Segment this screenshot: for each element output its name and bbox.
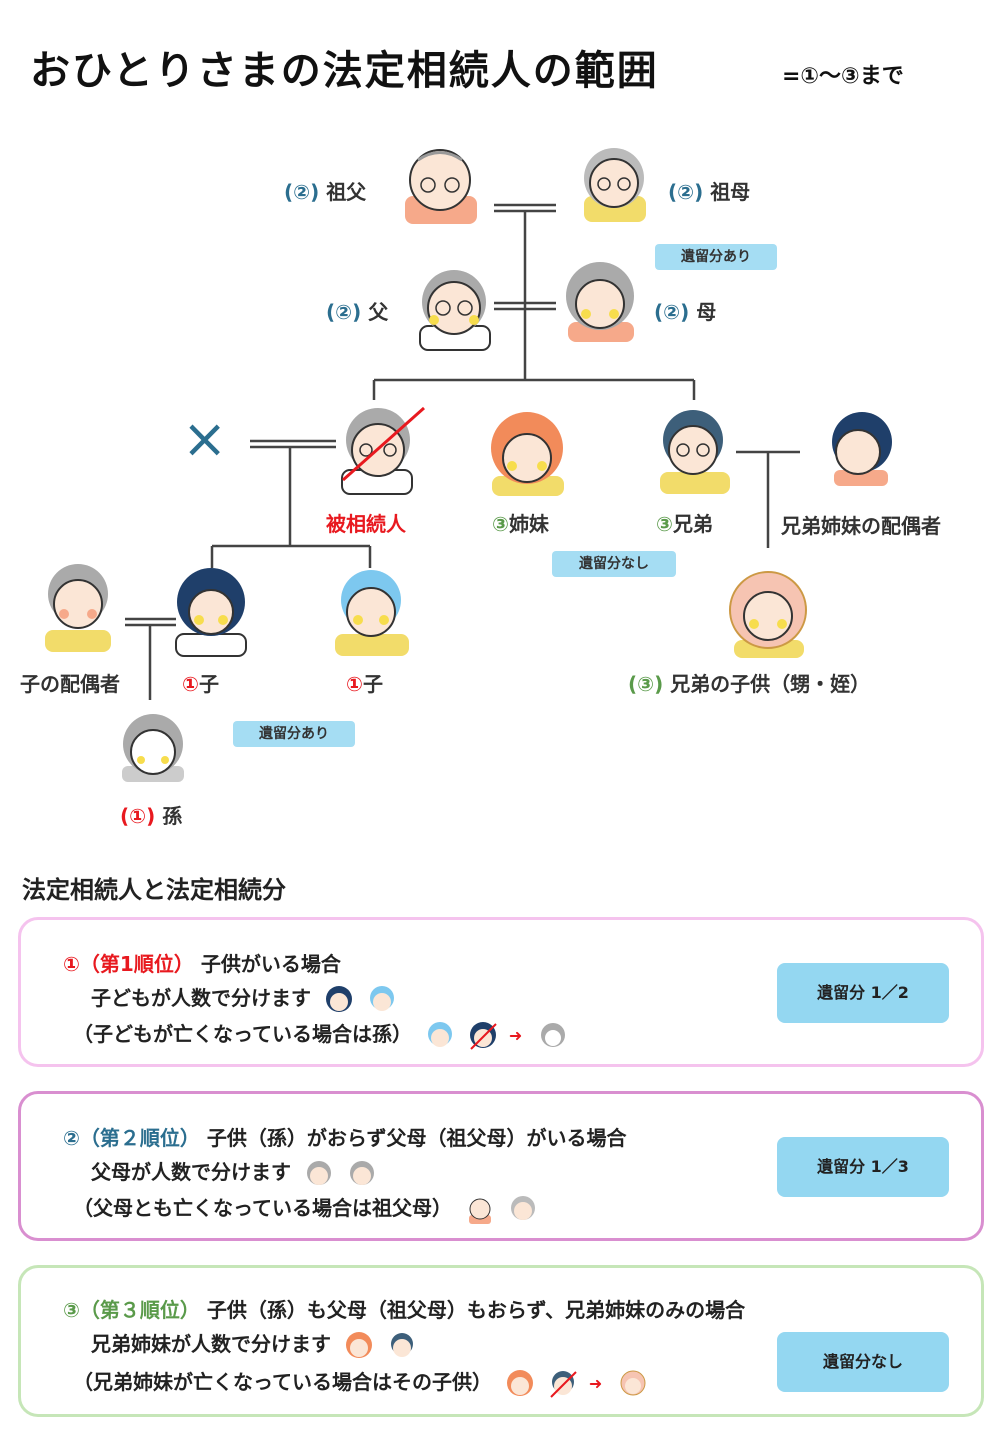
rank1-heading: ①（第1順位） 子供がいる場合 bbox=[63, 952, 341, 976]
rank2-line3: （父母とも亡くなっている場合は祖父母） bbox=[73, 1192, 538, 1225]
page-subtitle: =①〜③まで bbox=[782, 64, 904, 89]
child-mini-icon bbox=[369, 985, 394, 1011]
sister-mini-icon bbox=[345, 1331, 372, 1358]
rank3-line2: 兄弟姉妹が人数で分けます bbox=[91, 1328, 417, 1361]
decedent-cross-line bbox=[342, 406, 425, 482]
arrow-icon: ➜ bbox=[588, 1374, 603, 1393]
sister-avatar bbox=[491, 412, 564, 496]
deceased-child-mini-icon bbox=[469, 1021, 497, 1050]
rank1-card: ①（第1順位） 子供がいる場合 子どもが人数で分けます （子どもが亡くなっている… bbox=[18, 917, 984, 1067]
child-spouse-avatar bbox=[45, 564, 111, 652]
grandchild-label: (①) 孫 bbox=[120, 804, 183, 828]
brother-avatar bbox=[660, 410, 730, 494]
mother-label: (②) 母 bbox=[654, 300, 717, 324]
badge-mid: 遺留分なし bbox=[552, 551, 676, 577]
niece-label: (③) 兄弟の子供（甥・姪） bbox=[628, 672, 871, 696]
badge-bottom: 遺留分あり bbox=[233, 721, 355, 747]
family-tree bbox=[45, 148, 892, 782]
decedent-label: 被相続人 bbox=[326, 512, 406, 536]
mother-mini-icon bbox=[349, 1160, 374, 1185]
grandfather-label: (②) 祖父 bbox=[284, 180, 367, 204]
sister-label: ③姉妹 bbox=[492, 512, 549, 536]
grandfather-mini-icon bbox=[468, 1198, 491, 1224]
mother-avatar bbox=[566, 262, 634, 342]
child1-avatar bbox=[175, 568, 247, 657]
deceased-brother-mini-icon bbox=[550, 1370, 577, 1398]
rank3-reserve-badge: 遺留分なし bbox=[777, 1332, 949, 1392]
grandmother-mini-icon bbox=[510, 1195, 535, 1220]
niece-mini-icon bbox=[620, 1370, 646, 1395]
page-title: おひとりさまの法定相続人の範囲 bbox=[30, 48, 659, 94]
rank3-card: ③（第３順位） 子供（孫）も父母（祖父母）もおらず、兄弟姉妹のみの場合 兄弟姉妹… bbox=[18, 1265, 984, 1417]
child-mini-icon bbox=[427, 1021, 452, 1047]
child1-label: ①子 bbox=[182, 672, 219, 696]
badge-top: 遺留分あり bbox=[655, 244, 777, 270]
father-mini-icon bbox=[306, 1160, 331, 1185]
grandfather-avatar bbox=[405, 149, 477, 224]
grandchild-avatar bbox=[122, 714, 184, 782]
arrow-icon: ➜ bbox=[508, 1026, 523, 1045]
rank2-reserve-badge: 遺留分 1／3 bbox=[777, 1137, 949, 1197]
rank3-heading: ③（第３順位） 子供（孫）も父母（祖父母）もおらず、兄弟姉妹のみの場合 bbox=[63, 1298, 746, 1322]
tree-lines bbox=[125, 203, 800, 700]
brother-mini-icon bbox=[390, 1332, 413, 1357]
rank2-heading: ②（第２順位） 子供（孫）がおらず父母（祖父母）がいる場合 bbox=[63, 1126, 627, 1150]
father-label: (②) 父 bbox=[326, 300, 389, 324]
brother-label: ③兄弟 bbox=[656, 512, 713, 536]
rank1-line2: 子どもが人数で分けます bbox=[91, 982, 397, 1015]
rank3-line3: （兄弟姉妹が亡くなっている場合はその子供） ➜ bbox=[73, 1366, 647, 1399]
grandmother-avatar bbox=[584, 148, 646, 222]
section-title: 法定相続人と法定相続分 bbox=[22, 876, 286, 904]
father-avatar bbox=[419, 270, 491, 351]
child-mini-icon bbox=[325, 985, 352, 1012]
child-spouse-label: 子の配偶者 bbox=[20, 672, 120, 696]
child2-avatar bbox=[335, 570, 409, 656]
niece-avatar bbox=[729, 571, 807, 658]
decedent-avatar bbox=[341, 406, 425, 495]
rank1-line3: （子どもが亡くなっている場合は孫） ➜ bbox=[73, 1018, 567, 1051]
deceased-spouse-mark: × bbox=[182, 407, 228, 470]
grandchild-mini-icon bbox=[541, 1022, 566, 1047]
sibling-spouse-label: 兄弟姉妹の配偶者 bbox=[781, 514, 941, 538]
rank2-line2: 父母が人数で分けます bbox=[91, 1156, 377, 1189]
grandmother-label: (②) 祖母 bbox=[668, 180, 751, 204]
rank2-card: ②（第２順位） 子供（孫）がおらず父母（祖父母）がいる場合 父母が人数で分けます… bbox=[18, 1091, 984, 1241]
child2-label: ①子 bbox=[346, 672, 383, 696]
sibling-spouse-avatar bbox=[832, 412, 892, 486]
rank1-reserve-badge: 遺留分 1／2 bbox=[777, 963, 949, 1023]
sister-mini-icon bbox=[506, 1369, 533, 1396]
